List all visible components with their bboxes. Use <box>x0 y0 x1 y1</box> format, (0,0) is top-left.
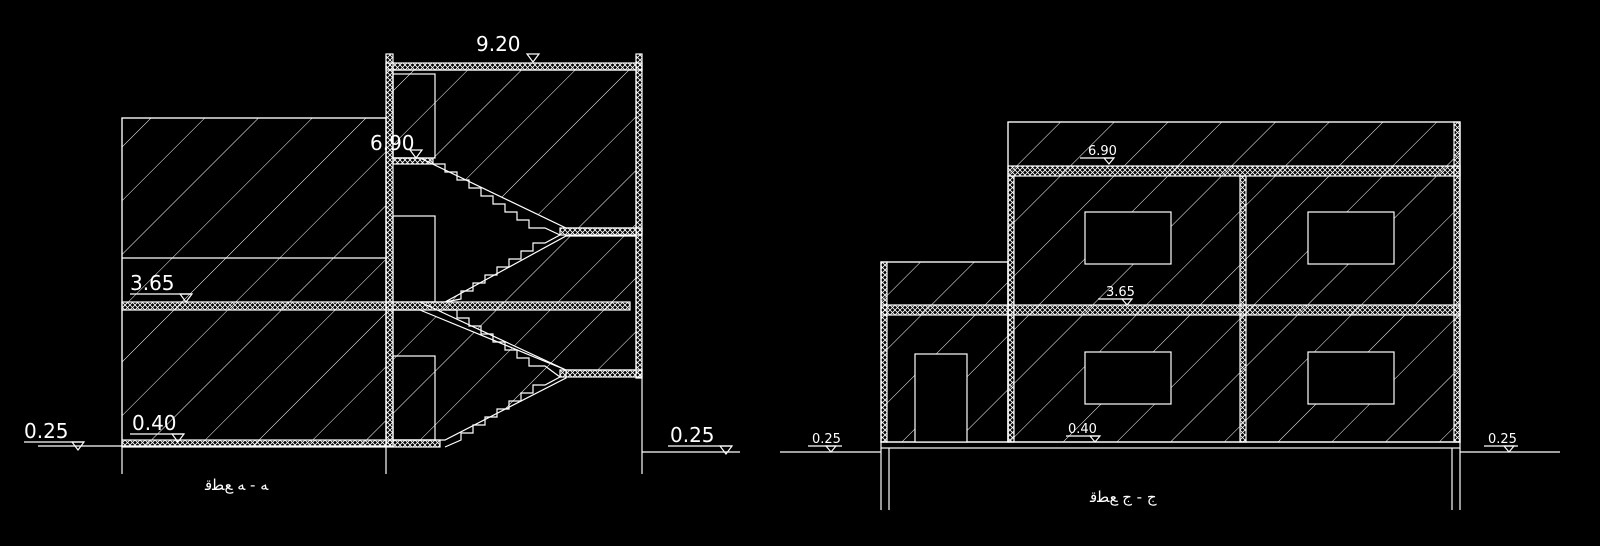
door-mid <box>392 215 436 303</box>
tower-wall-left <box>385 53 394 447</box>
right-floor-slab <box>880 441 1461 449</box>
left-floor-slab <box>121 439 441 448</box>
door-low <box>392 355 436 441</box>
label-r-6-90: 6.90 <box>1088 144 1117 159</box>
window-upper-2 <box>1307 211 1395 265</box>
landing-upper <box>392 157 434 165</box>
right-mid-slab <box>880 304 1461 316</box>
label-0-25-right: 0.25 <box>670 423 715 447</box>
right-low-wall <box>880 261 888 443</box>
level-marker-6-90 <box>408 149 424 159</box>
section-left-title: ﻪ - ﻪ ﻊﻄﻗ <box>204 476 269 494</box>
right-column-1 <box>1007 175 1015 443</box>
label-0-25-left: 0.25 <box>24 419 69 443</box>
level-marker-0-25-right <box>718 445 734 455</box>
section-right <box>780 121 1560 510</box>
landing-mid <box>559 227 643 236</box>
tower-roof-slab <box>385 62 643 71</box>
stair-flight-4 <box>444 376 561 448</box>
right-column-3 <box>1453 121 1461 443</box>
label-3-65: 3.65 <box>130 271 175 295</box>
label-6-90: 6.90 <box>370 131 415 155</box>
stair-flight-1 <box>433 163 561 236</box>
stair-flight-3 <box>445 309 561 378</box>
section-right-labels: 6.90 3.65 0.25 0.40 0.25 ﺝ - ﺝ ﻊﻄﻗ <box>812 144 1517 507</box>
label-r-3-65: 3.65 <box>1106 285 1135 300</box>
section-left <box>24 53 740 474</box>
label-r-0-40: 0.40 <box>1068 422 1097 437</box>
window-lower-1 <box>1084 351 1172 405</box>
label-r-0-25-right: 0.25 <box>1488 432 1517 447</box>
stair-flight-2 <box>444 234 561 303</box>
section-right-title: ﺝ - ﺝ ﻊﻄﻗ <box>1089 488 1157 507</box>
stair-hatch-upper <box>392 69 637 229</box>
door-right <box>914 353 968 443</box>
label-9-20: 9.20 <box>476 32 521 56</box>
right-roof-slab <box>1007 165 1461 177</box>
right-column-2 <box>1239 175 1247 443</box>
label-0-40: 0.40 <box>132 411 177 435</box>
door-upper <box>392 73 436 159</box>
tower-wall-right <box>635 53 643 379</box>
window-lower-2 <box>1307 351 1395 405</box>
left-block-hatch <box>121 117 387 447</box>
section-left-labels: 9.20 6.90 3.65 0.25 0.40 0.25 ﻪ - ﻪ ﻊﻄﻗ <box>24 32 715 494</box>
landing-low <box>559 369 643 378</box>
level-marker-9-20 <box>525 53 541 63</box>
label-r-0-25-left: 0.25 <box>812 432 841 447</box>
window-upper-1 <box>1084 211 1172 265</box>
